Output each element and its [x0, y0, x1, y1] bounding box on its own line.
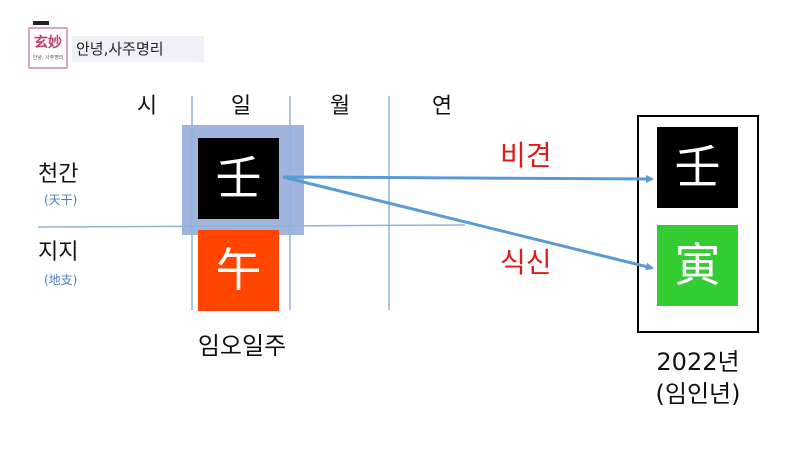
relation-label-siksin: 식신 — [500, 246, 552, 279]
relation-label-bigyeon: 비견 — [500, 139, 552, 172]
year-caption-ganji: (임인년) — [655, 380, 741, 408]
year-stem-tile: 壬 — [657, 127, 738, 208]
column-label-year: 연 — [431, 94, 453, 119]
row-label-earthly-branch: 지지 — [38, 240, 79, 265]
column-label-day: 일 — [230, 94, 252, 119]
column-label-month: 월 — [329, 94, 351, 119]
row-label-heavenly-stem: 천간 — [38, 162, 79, 187]
year-caption: 2022년 — [656, 348, 740, 376]
brand-logo: 玄妙 안녕, 사주명리 — [28, 27, 68, 69]
year-branch-tile: 寅 — [657, 225, 738, 306]
column-label-hour: 시 — [136, 94, 158, 119]
arrow-siksin — [282, 175, 654, 271]
logo-title: 玄妙 — [34, 35, 62, 51]
header-title-box — [72, 36, 204, 62]
arrow-bigyeon — [282, 174, 654, 183]
day-branch-tile: 午 — [198, 230, 279, 311]
row-sub-heavenly-stem: (天干) — [44, 193, 78, 207]
header-title: 안녕,사주명리 — [76, 40, 164, 58]
row-sub-earthly-branch: (地支) — [44, 273, 78, 287]
logo-subtitle: 안녕, 사주명리 — [32, 55, 64, 61]
year-box-frame — [637, 115, 759, 333]
row-divider — [37, 224, 466, 228]
logo-accent-bar — [33, 21, 49, 25]
day-pillar-caption: 임오일주 — [197, 332, 287, 360]
day-stem-tile: 壬 — [198, 138, 279, 219]
